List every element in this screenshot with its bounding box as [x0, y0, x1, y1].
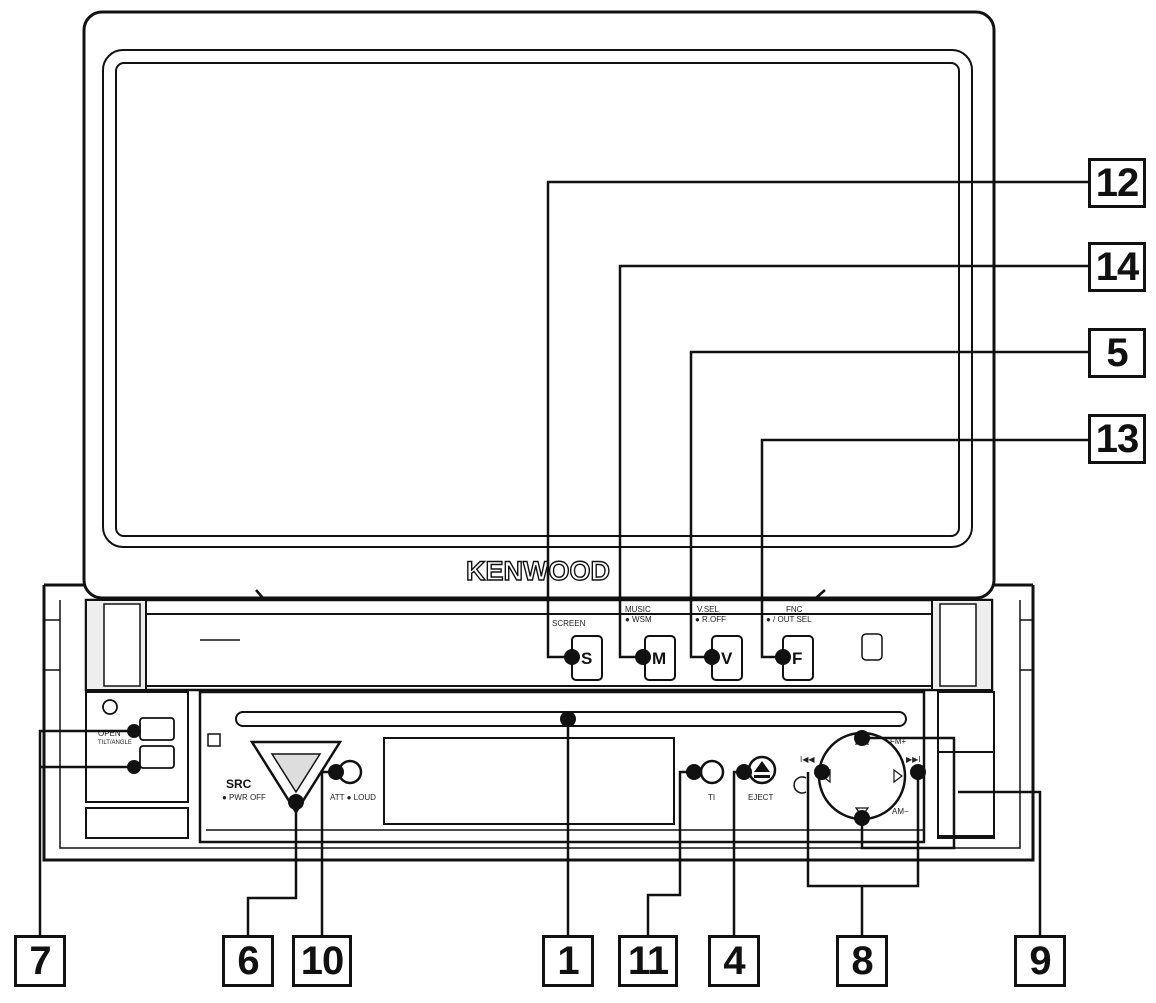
src-button-inner — [270, 753, 322, 794]
leader-7 — [38, 729, 134, 935]
monitor-screen — [115, 62, 960, 537]
hinge-lock — [861, 633, 883, 661]
next-track-icon: ▶▶I — [906, 755, 921, 764]
right-arrow-icon — [893, 768, 903, 784]
label-fnc-sub: ● / OUT SEL — [766, 615, 812, 624]
leader-11 — [646, 770, 694, 935]
callout-7: 7 — [14, 935, 66, 987]
label-src: SRC — [226, 777, 252, 791]
leader-6 — [246, 802, 298, 935]
label-vsel: V.SEL — [697, 605, 719, 614]
label-vsel-sub: ● R.OFF — [695, 615, 726, 624]
callout-1: 1 — [542, 935, 594, 987]
hinge-right-inner — [939, 603, 977, 687]
label-music-sub: ● WSM — [625, 615, 652, 624]
leader-5 — [689, 350, 1088, 659]
reset-hole-icon — [102, 699, 118, 715]
return-icon — [793, 776, 807, 794]
leader-13 — [760, 438, 1088, 659]
s-button-label: S — [581, 649, 592, 668]
m-button-label: M — [652, 649, 666, 668]
label-ti: TI — [708, 793, 715, 802]
label-tilt: TILT/ANGLE — [98, 740, 132, 746]
label-music: MUSIC — [625, 605, 651, 614]
eject-icon — [754, 761, 770, 778]
left-side-lower — [85, 807, 189, 839]
chassis-outline — [42, 583, 1035, 862]
callout-11: 11 — [618, 935, 678, 987]
tilt-button[interactable] — [139, 745, 175, 769]
callout-14: 14 — [1088, 242, 1146, 292]
display-window — [383, 737, 675, 825]
leader-8 — [806, 772, 920, 935]
hinge-slot — [145, 613, 933, 687]
chassis-inner — [59, 600, 1021, 849]
panel-release-button[interactable] — [937, 751, 995, 837]
hinge-left-inner — [103, 603, 141, 687]
leader-4 — [732, 770, 744, 935]
callout-5: 5 — [1088, 328, 1146, 378]
leader-12 — [546, 180, 1088, 659]
open-button[interactable] — [139, 717, 175, 741]
callout-9: 9 — [1014, 935, 1066, 987]
label-am: AM− — [892, 807, 909, 816]
label-fnc: FNC — [786, 605, 803, 614]
remote-sensor — [207, 733, 221, 747]
ti-button[interactable] — [699, 759, 725, 785]
leader-lines — [38, 180, 1088, 935]
brand-logo: KENWOOD — [466, 556, 610, 586]
callout-10: 10 — [292, 935, 352, 987]
label-att: ATT ● LOUD — [330, 793, 376, 802]
callout-4: 4 — [708, 935, 760, 987]
callout-13: 13 — [1088, 414, 1146, 464]
prev-track-icon: I◀◀ — [800, 755, 815, 764]
f-button-label: F — [792, 649, 802, 668]
callout-6: 6 — [222, 935, 274, 987]
callout-12: 12 — [1088, 158, 1146, 208]
label-open: OPEN — [98, 729, 121, 738]
leader-8-bracket — [860, 736, 956, 850]
leader-14 — [618, 264, 1088, 659]
leader-10 — [320, 770, 336, 935]
m-button[interactable]: M — [644, 635, 676, 681]
callout-8: 8 — [836, 935, 888, 987]
label-screen: SCREEN — [552, 619, 586, 628]
label-eject: EJECT — [748, 793, 773, 802]
label-src-sub: ● PWR OFF — [222, 793, 266, 802]
v-button-label: V — [721, 649, 733, 668]
marker-dot-8-left — [814, 764, 830, 780]
label-fm: FM+ — [890, 737, 907, 746]
leader-9 — [958, 790, 1042, 935]
